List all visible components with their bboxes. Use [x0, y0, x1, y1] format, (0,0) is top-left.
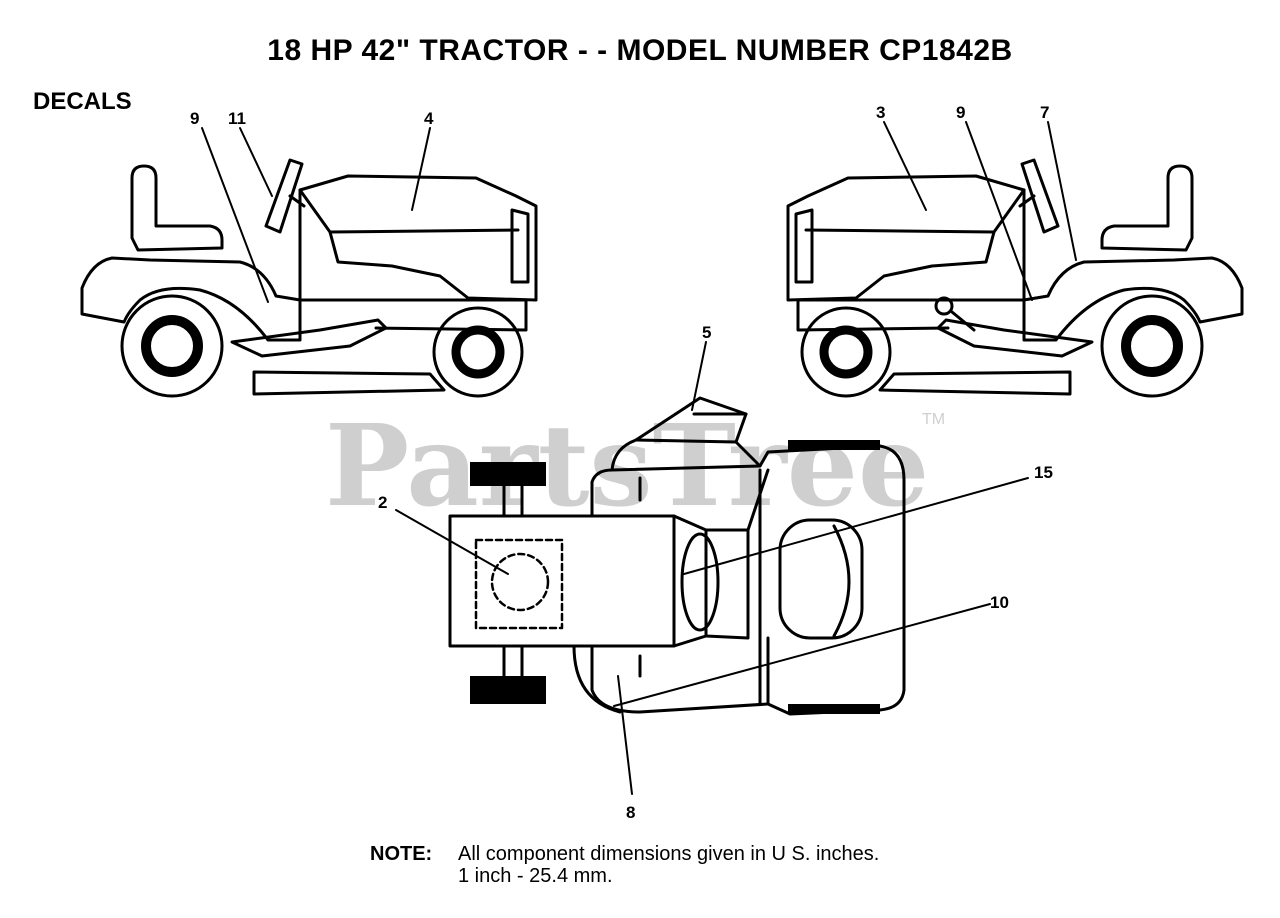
callout-top-5: 5 — [702, 323, 711, 342]
callout-left-4: 4 — [424, 109, 434, 128]
leader-lines — [201, 121, 1077, 795]
tractor-top-view — [448, 396, 906, 716]
callout-left-11: 11 — [228, 109, 246, 128]
callout-right-9: 9 — [956, 103, 965, 122]
note-line-2: 1 inch - 25.4 mm. — [458, 865, 613, 887]
watermark-tm: TM — [922, 411, 945, 428]
watermark-text: PartsTree — [325, 401, 929, 532]
tractor-left-side-view — [80, 158, 538, 398]
note-line-1: All component dimensions given in U S. i… — [458, 843, 880, 865]
callout-left-9: 9 — [190, 109, 199, 128]
section-label: DECALS — [33, 88, 132, 115]
callout-right-7: 7 — [1040, 103, 1049, 122]
diagram-title: 18 HP 42" TRACTOR - - MODEL NUMBER CP184… — [267, 34, 1013, 67]
note-label: NOTE: — [370, 843, 433, 865]
note-block: NOTE: All component dimensions given in U… — [370, 843, 879, 887]
callout-top-2: 2 — [378, 493, 387, 512]
callout-top-10: 10 — [990, 593, 1009, 612]
tractor-right-side-view — [786, 158, 1244, 398]
callout-top-15: 15 — [1034, 463, 1053, 482]
callout-right-3: 3 — [876, 103, 885, 122]
callout-top-8: 8 — [626, 803, 635, 822]
